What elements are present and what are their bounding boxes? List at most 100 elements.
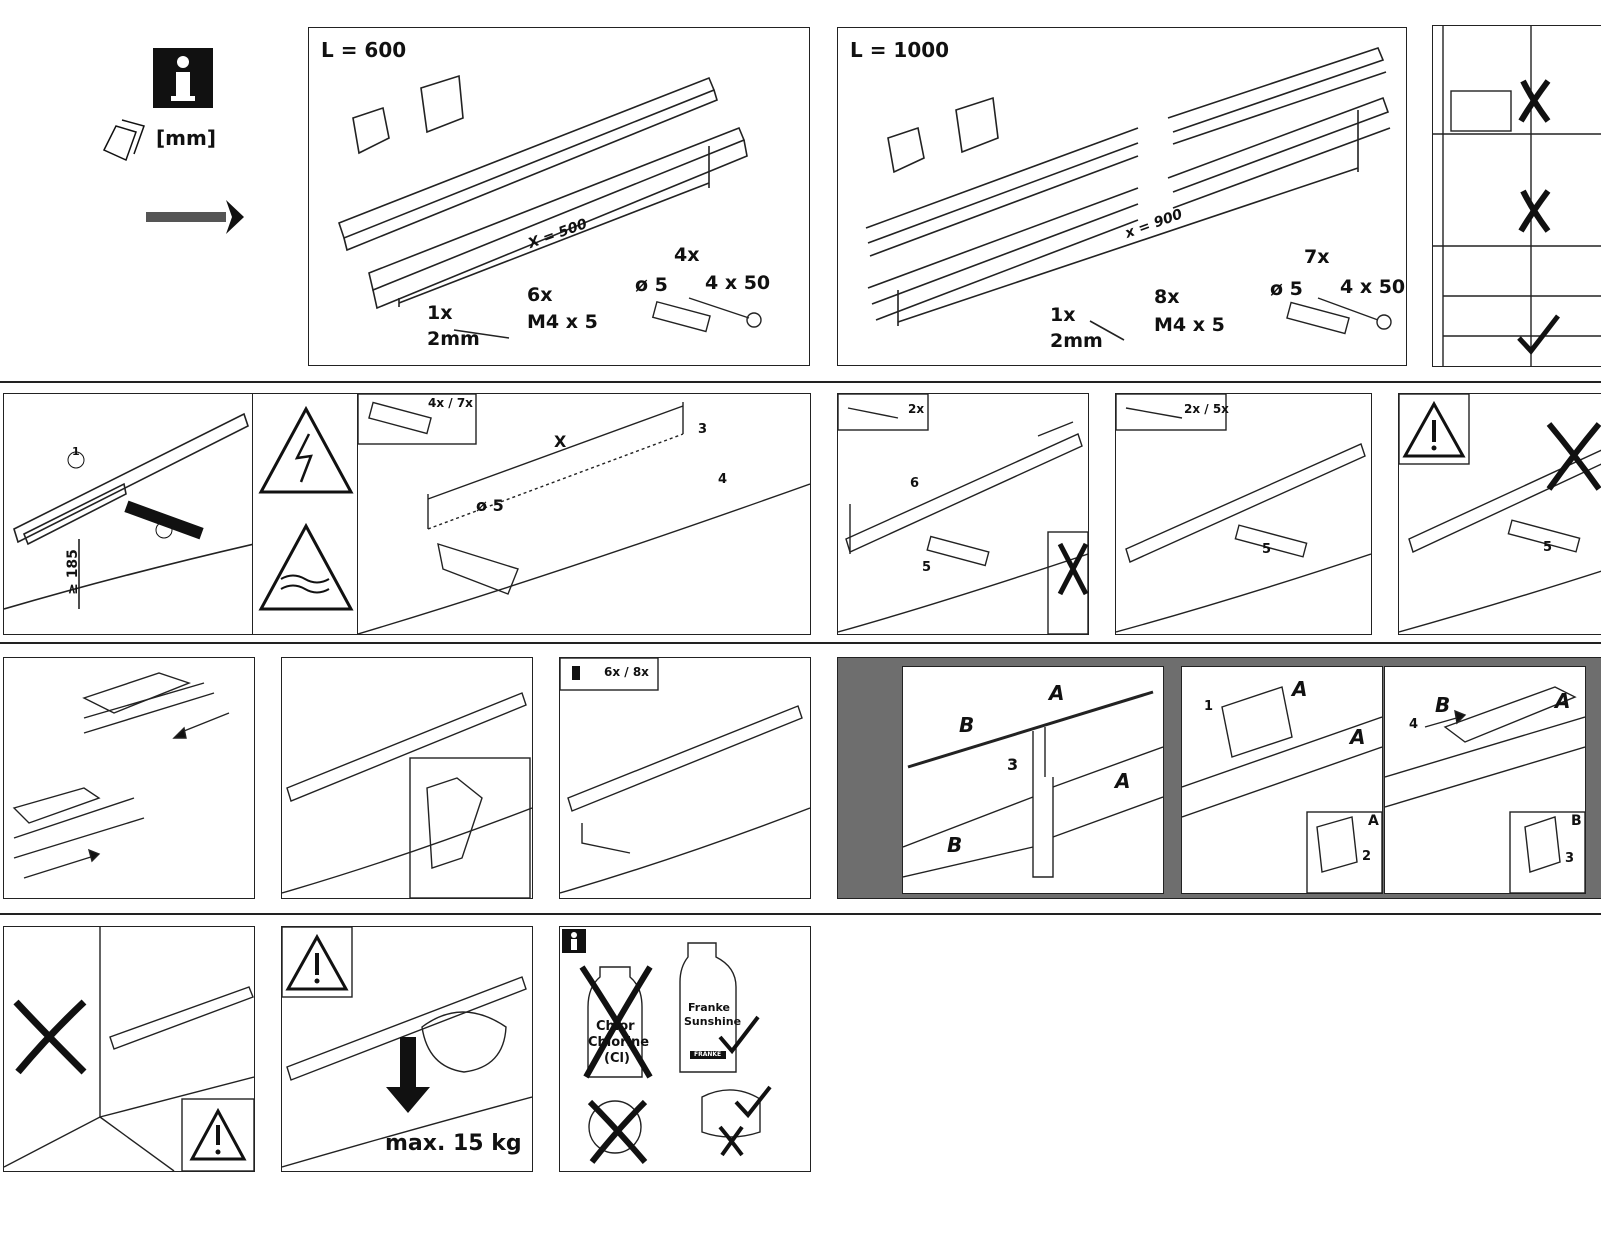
plug-icon <box>1286 301 1350 335</box>
brand-label: FRANKE <box>694 1051 722 1058</box>
pencil-icon <box>124 500 204 540</box>
wood-screw-size: 4 x 50 <box>705 272 771 294</box>
circle-5: 5 <box>1543 540 1553 555</box>
allen-key-icon <box>453 329 510 339</box>
plug-qty: 4x / 7x <box>428 396 473 410</box>
checkmark-icon <box>718 1015 760 1055</box>
warning-icon <box>285 933 349 991</box>
down-arrow-icon <box>386 1037 430 1113</box>
step-clip-panel <box>281 657 533 899</box>
kit-600-panel: L = 600 X = 500 1x 2mm 6x M4 x 5 4x ø 5 … <box>308 27 810 366</box>
min-height-label: ≥ 185 <box>64 549 81 595</box>
warning-panel <box>252 393 360 635</box>
no-overtighten-drawing <box>1399 394 1601 633</box>
screwdriver-icon <box>1507 519 1581 553</box>
screw-qty: 2x / 5x <box>1184 402 1229 416</box>
cross-icon-2 <box>587 1099 648 1164</box>
step-slide-panel <box>3 657 255 899</box>
wall-type-drawing <box>1433 26 1601 366</box>
step-fix-all-panel: 2x / 5x 5 <box>1115 393 1372 635</box>
key-qty: 1x <box>427 302 453 324</box>
cl-label: (Cl) <box>604 1051 630 1066</box>
label-a: A <box>1555 689 1571 713</box>
circle-6: 6 <box>910 476 920 491</box>
info-legend: [mm] <box>100 40 260 250</box>
clip-drawing <box>282 692 532 898</box>
step-no-panel: 5 <box>1398 393 1601 635</box>
join-slide-drawing <box>1385 686 1585 893</box>
level-drawing <box>4 412 254 610</box>
circle-4: 4 <box>718 472 728 487</box>
key-qty: 1x <box>1050 304 1076 326</box>
fix-drawing <box>838 394 1088 634</box>
cross-icon <box>13 999 87 1075</box>
bracket-icon <box>352 106 390 155</box>
cleaner-bottle-icon <box>679 942 737 1073</box>
key-size: 2mm <box>427 328 480 350</box>
care-panel: Chlor Chlorine (Cl) Franke Sunshine FRAN… <box>559 926 811 1172</box>
no-drill-cross-icon <box>1057 542 1088 596</box>
step-screws-panel: 6x / 8x <box>559 657 811 899</box>
bracket-icon <box>887 126 925 174</box>
sunshine-label: Sunshine <box>684 1015 742 1028</box>
no-corner-panel <box>3 926 255 1172</box>
no-corner-drawing <box>4 927 254 1171</box>
cross-icon <box>1546 422 1601 491</box>
label-a: A <box>1350 725 1366 749</box>
join-step-1: B A 3 A B <box>902 666 1164 894</box>
kit-1000-panel: L = 1000 x = 900 1x 2mm 8x M4 x 5 7x ø 5… <box>837 27 1407 366</box>
fix-all-drawing <box>1116 394 1371 633</box>
checkmark-icon <box>1517 314 1560 355</box>
screwdriver-icon <box>1234 524 1308 558</box>
screw-size: M4 x 5 <box>527 311 598 333</box>
circle-1: 1 <box>72 445 80 458</box>
circle-2: 2 <box>160 515 168 528</box>
slide-drawing <box>12 672 230 879</box>
water-hazard-icon <box>258 522 354 611</box>
circle-3: 3 <box>1565 851 1575 866</box>
screwdriver-icon <box>926 535 990 567</box>
cross-icon <box>1518 79 1551 233</box>
allen-key-icon <box>1089 320 1125 341</box>
label-a: A <box>1049 681 1065 705</box>
rail-600-drawing <box>338 74 762 339</box>
plug-icon <box>368 401 432 435</box>
step-drill-panel: 4x / 7x X ø 5 3 4 <box>357 393 811 635</box>
label-b: B <box>959 713 975 737</box>
load-drawing <box>282 927 532 1168</box>
plug-dia: ø 5 <box>635 274 668 296</box>
circle-3: 3 <box>698 422 708 437</box>
load-panel: max. 15 kg <box>281 926 533 1172</box>
label-b: B <box>1571 813 1582 829</box>
join-step-2: 1 A A A 2 <box>1181 666 1383 894</box>
label-a: A <box>1368 813 1379 829</box>
screw-icon <box>847 407 899 419</box>
plug-qty: 4x <box>674 244 700 266</box>
unit-label: [mm] <box>156 126 216 150</box>
chlorine-label: Chlorine <box>588 1035 650 1050</box>
warning-icon <box>1402 400 1466 458</box>
screw-qty: 6x <box>527 284 553 306</box>
set-screw-icon <box>572 666 580 680</box>
info-icon <box>102 48 244 234</box>
screw-size: M4 x 5 <box>1154 314 1225 336</box>
step-mark-panel: 1 2 ≥ 185 <box>3 393 255 635</box>
cross-icon <box>579 965 653 1079</box>
drill-icon <box>437 542 519 595</box>
screw-icon <box>688 297 762 328</box>
screw-qty: 8x <box>1154 286 1180 308</box>
care-drawing <box>562 929 772 1164</box>
rail-1000-drawing <box>865 47 1392 341</box>
join-bracket-drawing <box>1182 686 1382 893</box>
join-step-3: 4 B A B 3 <box>1384 666 1586 894</box>
row-divider <box>0 913 1601 915</box>
screw-icon <box>1125 407 1183 419</box>
warning-icon <box>189 1107 247 1161</box>
document-icon <box>102 119 145 162</box>
label-b: B <box>947 833 963 857</box>
length-label: L = 600 <box>321 38 407 62</box>
length-label: L = 1000 <box>850 38 950 62</box>
allen-key-icon <box>581 823 631 854</box>
set-screw-qty: 6x / 8x <box>604 665 649 679</box>
gap-label: 3 <box>1007 755 1019 774</box>
